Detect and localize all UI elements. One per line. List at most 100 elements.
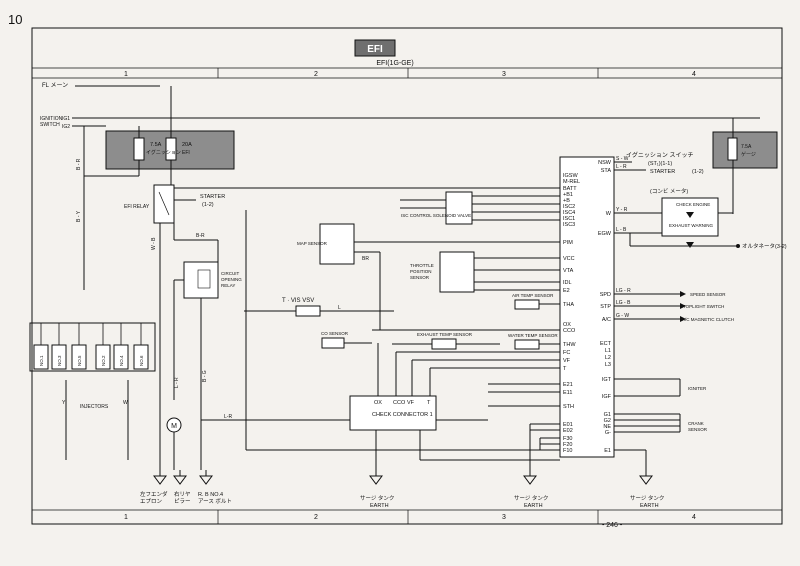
ground-2-label-2: ピラー <box>174 498 191 505</box>
wire-color-b-g: B - G <box>202 370 208 382</box>
col-label-3: 3 <box>502 71 506 78</box>
ac-clutch-label: A/C MAGNETIC CLUTCH <box>682 317 734 322</box>
ecu-pin-pim: PIM <box>563 240 573 246</box>
crank-sensor-label-2: SENSOR <box>688 427 708 432</box>
exhaust-temp-label: EXHAUST TEMP SENSOR <box>417 332 473 337</box>
fuse2-name: EFI <box>182 150 190 156</box>
exhaust-temp-sensor <box>431 338 457 350</box>
fuse-block-right <box>712 131 778 169</box>
col-label-4-bottom: 4 <box>692 514 696 521</box>
ecu-pin--b: +B <box>563 198 570 204</box>
wire-color-b-r-2: B-R <box>196 233 205 239</box>
exhaust-warning-lamp-icon <box>686 242 694 248</box>
check-connector-label: CHECK CONNECTOR 1 <box>372 412 433 418</box>
ecu-pin-isc1: ISC1 <box>563 216 575 222</box>
ground-3-label-2: アース ボルト <box>198 497 232 505</box>
right-starter-ref: (1-2) <box>692 169 704 175</box>
ignition-switch-label: IGNITION <box>40 116 63 122</box>
col-label-1: 1 <box>124 71 128 78</box>
ground-3-label-1: R. B NO.4 <box>198 492 223 498</box>
col-label-3-bottom: 3 <box>502 514 506 521</box>
ecu-pin-igf: IGF <box>602 394 612 400</box>
wire-color-g-w: G - W <box>616 313 629 319</box>
throttle-position-sensor <box>439 251 475 293</box>
ecu-pin-m-rel: M-REL <box>563 179 580 185</box>
ecu-pin-isc4: ISC4 <box>563 210 575 216</box>
starter-ref: (1-2) <box>202 202 214 208</box>
injector-label: NO.4 <box>119 355 124 366</box>
col-label-1-bottom: 1 <box>124 514 128 521</box>
ecu-pin-stp: STP <box>600 304 611 310</box>
ground-6-earth: EARTH <box>640 503 659 509</box>
efi-badge-text: EFI <box>367 44 383 55</box>
ecu-pin-tha: THA <box>563 302 574 308</box>
ecu-pin-g1: G1 <box>604 412 611 418</box>
isc-label: ISC CONTROL SOLENOID VALVE <box>401 213 471 218</box>
ecu-pin-ne: NE <box>603 424 611 430</box>
circuit-opening-label-2: OPENING <box>221 277 242 282</box>
ground-rear-pillar <box>173 470 187 485</box>
ecu-pin-t: T <box>563 366 567 372</box>
igniter-label: IGNITER <box>688 386 707 391</box>
wire-color-l: L <box>338 305 341 311</box>
ecu-pin-egw: EGW <box>598 231 612 237</box>
ground-left-fender <box>153 470 167 485</box>
efi-badge <box>354 39 396 57</box>
injector-label: NO.3 <box>57 355 62 366</box>
wire-color-l-r-2: L-R <box>224 414 232 420</box>
ecu-pin-cco: CCO <box>563 328 576 334</box>
alternator-label: オルタネータ(3-2) <box>742 242 787 250</box>
ecu-pin-g2: G2 <box>604 418 611 424</box>
fuse-20a <box>165 137 177 161</box>
water-temp-sensor <box>514 339 540 350</box>
page-number: 10 <box>8 12 23 27</box>
circuit-opening-relay <box>183 261 219 299</box>
ground-6-label: サージ タンク <box>630 494 664 502</box>
ground-1-label-2: エプロン <box>140 498 163 505</box>
ecu-pin-g-: G- <box>605 430 611 436</box>
wire-color-s-w: S - W <box>616 156 629 162</box>
throttle-label-2: POSITION <box>410 269 432 274</box>
fuse2-rating: 20A <box>182 142 192 148</box>
diagram-subtitle: EFI(1G-GE) <box>376 60 413 67</box>
ecu-pin-e11: E11 <box>563 390 572 396</box>
isc-control-valve <box>445 191 473 225</box>
ecu-pin-spd: SPD <box>600 292 611 298</box>
fl-main-label: FL メーン <box>42 83 68 89</box>
ecu-pin-idl: IDL <box>563 280 572 286</box>
ecu-pin-igt: IGT <box>602 377 612 383</box>
ground-5-earth: EARTH <box>524 503 543 509</box>
ecu-pin-vta: VTA <box>563 268 574 274</box>
ecu-pin-sta: STA <box>601 168 612 174</box>
circuit-opening-label-3: RELAY <box>221 283 235 288</box>
ecu-pins-left: IGSWM-RELBATT+B1+BISC2ISC4ISC1ISC3PIMVCC… <box>563 173 580 454</box>
co-sensor <box>321 337 345 349</box>
ecu-pin-e1: E1 <box>604 448 611 454</box>
ignition-switch-ref: (ST₁)(1-1) <box>648 161 672 167</box>
check-connector-1 <box>349 395 437 431</box>
co-sensor-label: CO SENSOR <box>321 331 349 336</box>
gauge-fuse-name: ゲージ <box>741 151 756 158</box>
air-temp-label: AIR TEMP SENSOR <box>512 293 554 298</box>
circuit-opening-label-1: CIRCUIT <box>221 271 239 276</box>
ecu-pin-l3: L3 <box>605 362 611 368</box>
tvis-vsv <box>295 305 321 317</box>
ground-surge-tank-2 <box>523 470 537 485</box>
ecu-pin-f30: F30 <box>563 436 572 442</box>
fuse-7-5a <box>133 137 145 161</box>
ecu-pin-l1: L1 <box>605 348 611 354</box>
ecu-pin-fc: FC <box>563 350 570 356</box>
wire-color-lg-r: LG - R <box>616 288 631 294</box>
injectors-label: INJECTORS <box>80 404 109 410</box>
ecu-pin-isc2: ISC2 <box>563 204 575 210</box>
fuse-gauge <box>727 137 738 161</box>
ecu-pin-e01: E01 <box>563 422 573 428</box>
ecu-box <box>559 156 615 458</box>
ground-2-label-1: 右リヤ <box>174 490 191 498</box>
injector-label: NO.5 <box>77 355 82 366</box>
exhaust-warning-label: EXHAUST WARNING <box>669 223 714 228</box>
injector-label: NO.1 <box>39 355 44 366</box>
ground-5-label: サージ タンク <box>514 494 548 502</box>
